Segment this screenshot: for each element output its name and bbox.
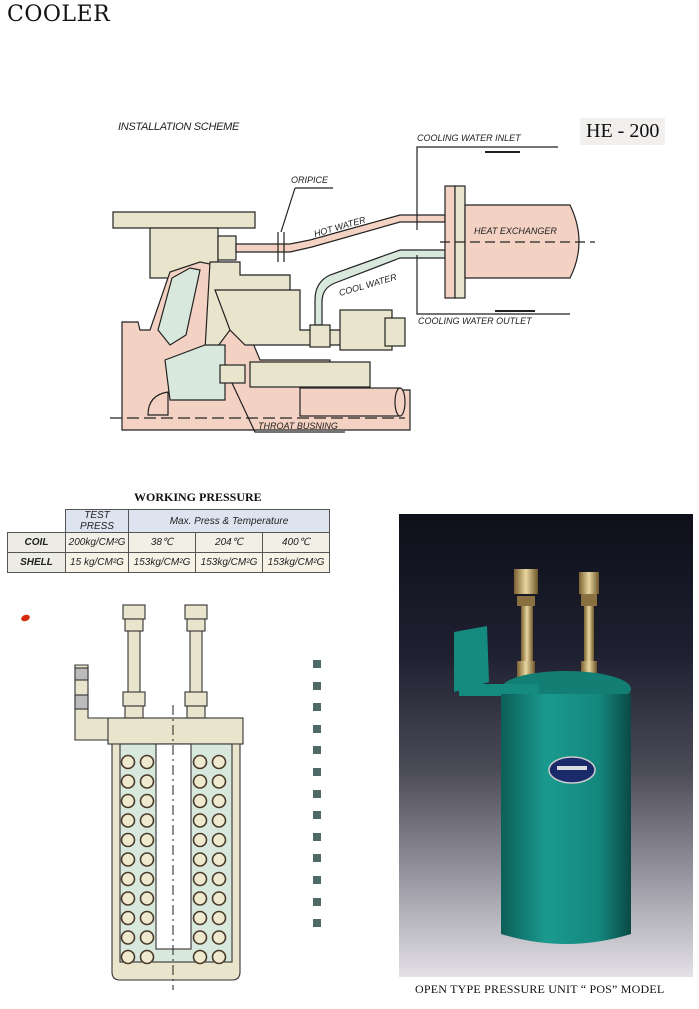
photo-bracket [454,626,489,692]
coil-turn [120,754,136,770]
coil-turn [192,852,208,867]
label-cooling-water-inlet: COOLING WATER INLET [417,133,522,143]
coil-turn [211,774,227,789]
row-label-shell: SHELL [7,552,66,573]
coil-turn [139,793,155,809]
photo-fitting-right [579,572,599,594]
installation-scheme-heading: INSTALLATION SCHEME [118,121,240,133]
coil-turn [120,910,136,926]
coil-turn [139,949,155,965]
impeller-passage [157,267,201,346]
cooler-section-diagram [74,604,244,990]
photo-cylinder [501,694,631,944]
coil-turn [192,891,208,906]
coil-turn [120,871,136,887]
coil-turn [211,852,227,867]
coil-turn [120,832,136,848]
header-max-press: Max. Press & Temperature [128,509,330,533]
coil-turn [120,949,136,965]
coil-turn [139,813,155,828]
coil-turn [192,813,208,828]
row-label-coil: COIL [7,532,66,553]
coil-turn [192,793,208,809]
dotted-divider [313,660,321,941]
temp-400: 400℃ [262,532,330,553]
pipe-nut [217,235,237,261]
working-pressure-table: TEST PRESS Max. Press & Temperature COIL… [7,509,330,573]
coil-turn [139,774,155,789]
temp-204: 204℃ [195,532,263,553]
shaft [299,387,401,417]
cooler-lid [107,717,244,745]
coil-turn [192,832,208,848]
coil-test-press: 200kg/CM²G [65,532,129,553]
label-throat-bushing: THROAT BUSNING [258,421,338,431]
coil-turn [139,891,155,906]
coil-turn [211,754,227,770]
pump-top-plate [112,211,256,229]
shell-test-press: 15 kg/CM²G [65,552,129,573]
label-heat-exchanger: HEAT EXCHANGER [474,226,557,236]
coil-turn [120,852,136,867]
coil-turn [211,813,227,828]
coil-turn [139,852,155,867]
coil-turn [192,754,208,770]
label-cooling-water-outlet: COOLING WATER OUTLET [418,316,533,326]
coil-turn [120,891,136,906]
shell-value-400: 153kg/CM²G [262,552,330,573]
bearing-housing [214,289,361,346]
coil-turn [120,793,136,809]
coil-turn [211,891,227,906]
coil-turn [211,949,227,965]
shaft-end [394,387,406,417]
coil-turn [211,930,227,945]
coil-turn [192,774,208,789]
coil-turn [211,910,227,926]
page-title: COOLER [7,2,111,27]
coil-turn [192,871,208,887]
fitting-nut [309,324,331,348]
coil-turn [211,832,227,848]
coil-turn [139,871,155,887]
photo-caption: OPEN TYPE PRESSURE UNIT “ POS” MODEL [415,982,665,996]
table-row: SHELL 15 kg/CM²G 153kg/CM²G 153kg/CM²G 1… [7,552,330,573]
coil-turn [139,754,155,770]
seal-gland [339,309,393,351]
coil-turns [120,754,227,965]
table-row: COIL 200kg/CM²G 38℃ 204℃ 400℃ [7,532,330,553]
photo-fitting-left [514,569,538,594]
coil-turn [120,813,136,828]
label-orifice: ORIPICE [291,175,329,185]
coil-turn [211,871,227,887]
coil-turn [139,930,155,945]
coil-turn [139,832,155,848]
coil-turn [192,930,208,945]
shell-value-204: 153kg/CM²G [195,552,263,573]
seal-chamber [249,361,371,388]
shell-value-38: 153kg/CM²G [128,552,196,573]
temp-38: 38℃ [128,532,196,553]
working-pressure-title: WORKING PRESSURE [134,490,262,504]
product-photo [399,514,693,977]
header-test-press: TEST PRESS [65,509,129,533]
coil-turn [192,949,208,965]
coil-turn [192,910,208,926]
coil-turn [120,930,136,945]
model-badge: HE - 200 [580,118,666,145]
installation-scheme-diagram: COOLING WATER INLET COOLING WATER OUTLET… [110,133,595,433]
throat-bushing [219,364,246,384]
coil-turn [211,793,227,809]
coil-turn [139,910,155,926]
coil-turn [120,774,136,789]
gland-nut [384,317,406,347]
red-ink-mark [20,613,31,623]
